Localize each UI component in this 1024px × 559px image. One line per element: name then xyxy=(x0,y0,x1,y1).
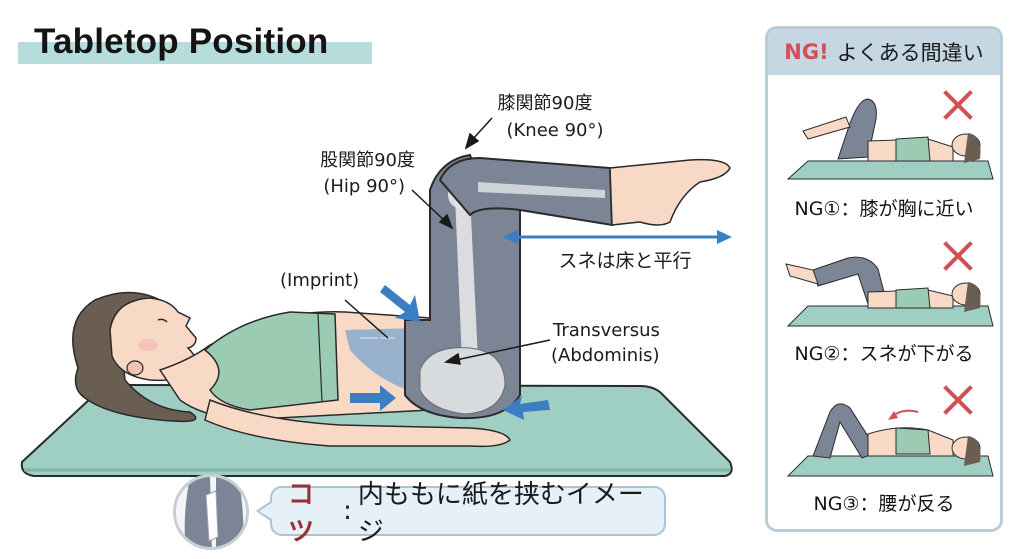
shin-parallel-arrow xyxy=(503,230,732,244)
curved-arrow-icon xyxy=(892,409,919,417)
woman-torso xyxy=(158,311,511,448)
arrow-right-icon xyxy=(350,385,396,411)
x-mark-icon xyxy=(943,90,973,120)
ng-header-key: NG! xyxy=(784,40,829,64)
title-block: Tabletop Position xyxy=(18,18,374,68)
transversus-label-line1: Transversus xyxy=(553,320,660,341)
arrow-down-right-icon xyxy=(380,285,420,322)
tip-text: 内ももに紙を挟むイメージ xyxy=(357,480,644,547)
speech-bubble-tail-fill xyxy=(259,502,273,520)
woman-head xyxy=(109,297,200,382)
title-highlight-band xyxy=(18,42,372,64)
ng3-illustration xyxy=(786,385,994,477)
x-mark-icon xyxy=(943,241,973,271)
ng-item-2: NG②：スネが下がる xyxy=(768,234,1000,384)
hip-label-ja: 股関節90度 xyxy=(320,150,415,171)
tip-separator: : xyxy=(343,496,352,526)
main-illustration xyxy=(20,117,733,477)
ng-item-3: NG③：腰が反る xyxy=(768,384,1000,529)
ng-header-text: よくある間違い xyxy=(836,41,984,65)
woman-hair xyxy=(72,291,197,423)
tip-key: コツ xyxy=(288,480,315,547)
imprint-arrows xyxy=(350,285,550,420)
ng1-illustration xyxy=(786,90,994,180)
ng1-caption: NG①：膝が胸に近い xyxy=(794,198,974,220)
ng3-caption: NG③：腰が反る xyxy=(813,493,955,515)
ng-panel-header: NG! よくある間違い xyxy=(768,29,1000,75)
leader-lines xyxy=(344,117,551,365)
ng2-illustration xyxy=(785,241,994,327)
shin-parallel-label: スネは床と平行 xyxy=(558,250,692,272)
arrow-left-icon xyxy=(503,396,550,420)
knee-label-en: (Knee 90°) xyxy=(506,120,604,141)
transversus-label-line2: (Abdominis) xyxy=(551,345,660,366)
page-title: Tabletop Position xyxy=(34,22,329,61)
tip-bubble: コツ : 内ももに紙を挟むイメージ xyxy=(270,480,666,547)
hip-label-en: (Hip 90°) xyxy=(323,176,405,197)
ng-item-1: NG①：膝が胸に近い xyxy=(768,79,1000,229)
ng-common-mistakes-panel: NG! よくある間違い NG①：膝が胸に近い xyxy=(765,26,1003,532)
foot xyxy=(609,158,731,226)
imprint-label: (Imprint) xyxy=(280,270,360,291)
inner-thigh-paper-icon xyxy=(173,474,249,550)
ng2-caption: NG②：スネが下がる xyxy=(794,343,974,365)
knee-label-ja: 膝関節90度 xyxy=(497,93,593,114)
x-mark-icon xyxy=(943,385,973,415)
